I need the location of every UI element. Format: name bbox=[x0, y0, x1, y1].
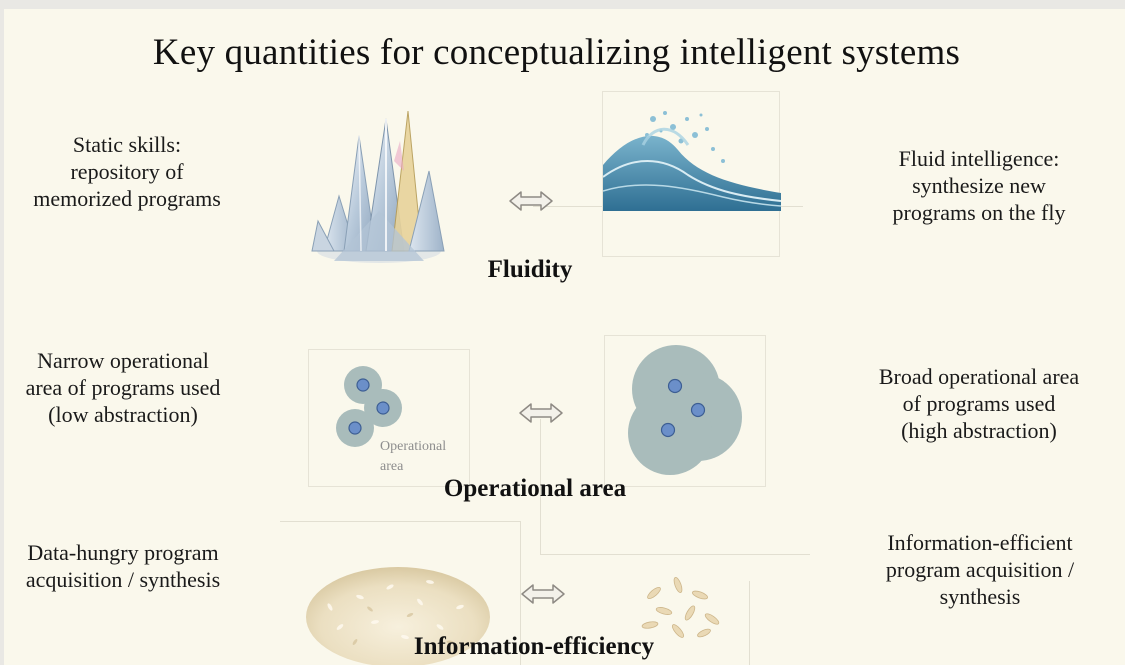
broad-operational-area-text: Broad operational area of programs used … bbox=[878, 364, 1080, 443]
water-splash-icon bbox=[603, 111, 781, 211]
rice-pile-icon bbox=[306, 567, 490, 665]
double-arrow-icon bbox=[521, 584, 565, 604]
connector-line bbox=[280, 521, 520, 522]
operational-area-label: Operational area bbox=[380, 439, 447, 474]
double-arrow-icon bbox=[519, 403, 563, 423]
connector-line bbox=[540, 554, 810, 555]
slide-title: Key quantities for conceptualizing intel… bbox=[152, 32, 961, 73]
operational-area-heading: Operational area bbox=[443, 475, 627, 502]
connector-line bbox=[749, 581, 750, 665]
information-efficient-text: Information-efficient program acquisitio… bbox=[885, 530, 1075, 609]
narrow-operational-area-diagram bbox=[336, 366, 402, 447]
crystal-icon bbox=[311, 110, 445, 263]
broad-area-panel bbox=[604, 335, 766, 487]
fluid-intelligence-text: Fluid intelligence: synthesize new progr… bbox=[892, 146, 1066, 225]
broad-operational-area-diagram bbox=[628, 345, 742, 475]
water-panel bbox=[602, 91, 780, 257]
double-arrow-icon bbox=[509, 191, 553, 211]
few-rice-grains-icon bbox=[641, 577, 720, 638]
data-hungry-text: Data-hungry program acquisition / synthe… bbox=[25, 540, 221, 592]
fluidity-heading: Fluidity bbox=[487, 256, 573, 283]
slide: Key quantities for conceptualizing intel… bbox=[4, 9, 1125, 665]
information-efficiency-heading: Information-efficiency bbox=[413, 633, 655, 660]
narrow-area-panel bbox=[308, 349, 470, 487]
narrow-operational-area-text: Narrow operational area of programs used… bbox=[25, 348, 221, 427]
static-skills-text: Static skills: repository of memorized p… bbox=[33, 132, 221, 211]
connector-line bbox=[540, 419, 541, 554]
connector-line bbox=[520, 521, 521, 665]
